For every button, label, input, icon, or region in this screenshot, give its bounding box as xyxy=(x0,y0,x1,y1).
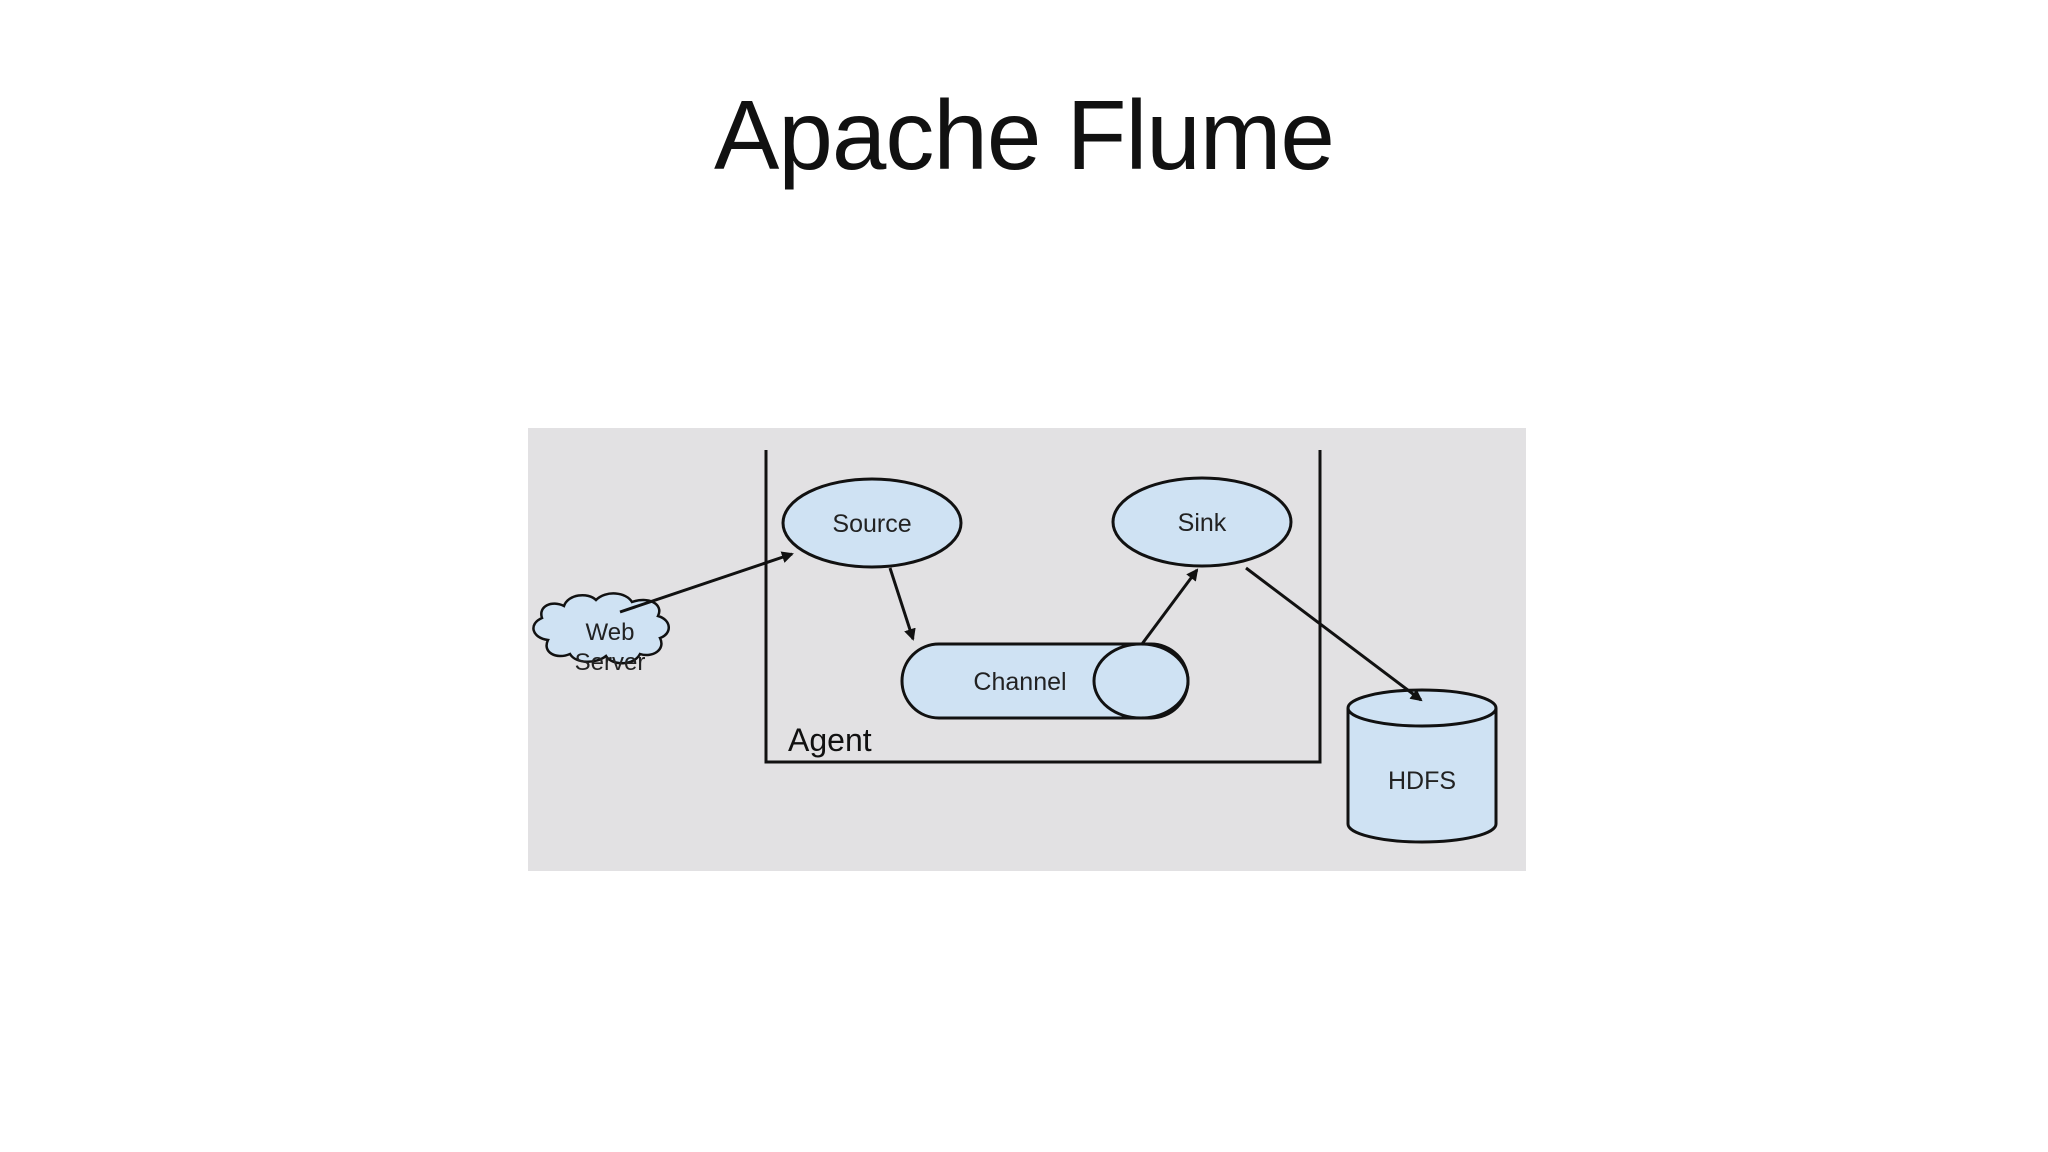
arrow-sink-to-hdfs xyxy=(1245,566,1423,702)
web-server-label-line2: Server xyxy=(575,649,646,676)
arrow-channel-to-sink xyxy=(1140,568,1199,645)
arrow-web-server-to-source xyxy=(619,551,794,614)
hdfs-node: HDFS xyxy=(1346,688,1498,844)
channel-label: Channel xyxy=(973,668,1066,696)
sink-label: Sink xyxy=(1178,509,1227,537)
arrow-source-to-channel xyxy=(888,567,916,641)
diagram-canvas: Agent Web Server Source Sink Channel HDF xyxy=(532,450,1498,844)
source-label: Source xyxy=(832,510,911,538)
sink-node: Sink xyxy=(1111,476,1293,568)
web-server-label-line1: Web xyxy=(586,619,635,646)
hdfs-label: HDFS xyxy=(1388,767,1456,795)
agent-boundary xyxy=(764,450,1322,764)
web-server-cloud: Web Server xyxy=(532,592,670,676)
channel-node: Channel xyxy=(900,642,1190,720)
cloud-icon xyxy=(532,592,670,665)
slide-title: Apache Flume xyxy=(714,80,1335,190)
flume-architecture-diagram: Agent Web Server Source Sink Channel HDF xyxy=(528,428,1526,871)
agent-label: Agent xyxy=(788,722,872,758)
source-node: Source xyxy=(781,477,963,569)
